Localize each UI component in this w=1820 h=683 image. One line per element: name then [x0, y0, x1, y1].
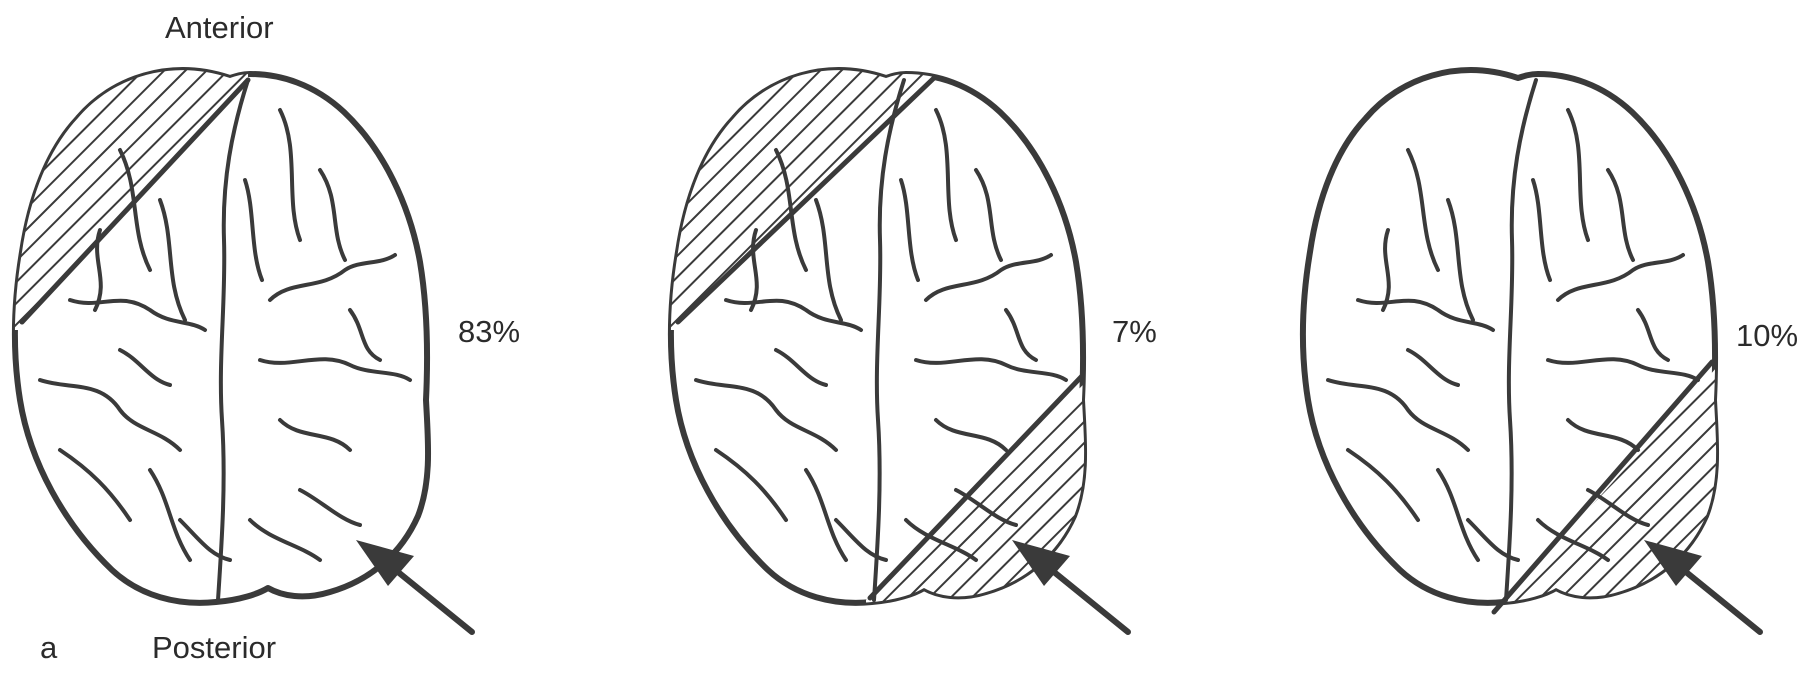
brain-diagram-3 — [1303, 70, 1760, 683]
arrow-icon — [1644, 540, 1760, 632]
panel-label: a — [40, 632, 57, 663]
percentage-label-2: 7% — [1112, 316, 1157, 347]
posterior-label: Posterior — [152, 632, 276, 663]
brain-diagram-2 — [656, 0, 1128, 683]
anterior-label: Anterior — [165, 12, 274, 43]
brain-diagram-1 — [0, 0, 472, 632]
arrow-icon — [1012, 540, 1128, 632]
percentage-label-1: 83% — [458, 316, 520, 347]
arrow-icon — [356, 540, 472, 632]
percentage-label-3: 10% — [1736, 320, 1798, 351]
